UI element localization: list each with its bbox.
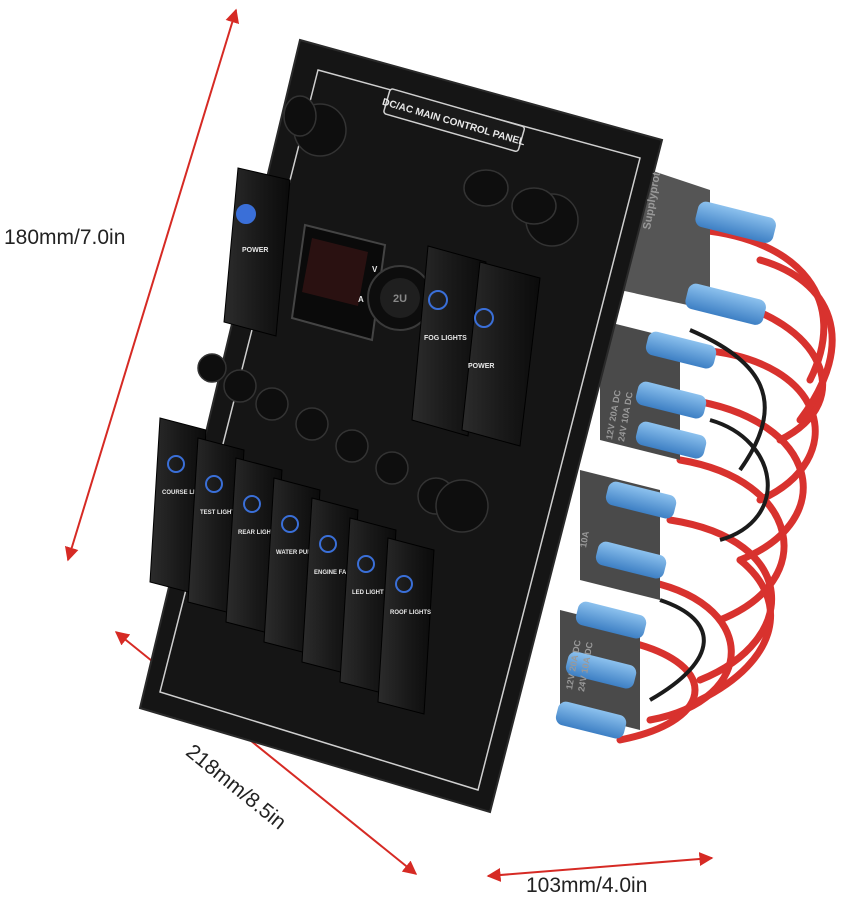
backlight-icon — [319, 535, 337, 553]
voltmeter: V A — [290, 223, 387, 342]
backlight-icon — [357, 555, 375, 573]
top-switch-label: POWER — [242, 247, 268, 254]
backlight-icon — [205, 475, 223, 493]
backlight-icon — [395, 575, 413, 593]
bottom-switch-label: WATER PUMP — [276, 550, 316, 556]
top-switch-label: POWER — [468, 363, 494, 370]
bottom-switch-label: ROOF LIGHTS — [390, 610, 431, 616]
toggle-knobs — [197, 95, 579, 533]
bottom-switch-label: LED LIGHT BAR — [352, 590, 399, 596]
rocker-switch-power-left: POWER — [223, 167, 291, 337]
bottom-switch-label: TEST LIGHTS — [200, 510, 239, 516]
usb-label: 2U — [393, 293, 407, 305]
height-dimension-arrow — [64, 8, 240, 562]
breaker-rating: 10A — [578, 530, 591, 548]
black-wires — [649, 328, 770, 702]
voltmeter-unit-v: V — [372, 265, 378, 274]
rocker-switch-power-right: POWER — [461, 261, 541, 447]
rocker-body — [377, 537, 435, 715]
bottom-switch-label: COURSE LIGHTS — [162, 490, 211, 496]
usb-socket: 2U — [367, 265, 433, 331]
depth-dimension-arrow — [486, 852, 714, 882]
backlight-icon — [281, 515, 299, 533]
voltmeter-unit-a: A — [358, 295, 364, 304]
bottom-switch-label: ENGINE FAN — [314, 570, 351, 576]
wiring-harness — [616, 226, 836, 744]
height-dimension-label: 180mm/7.0in — [4, 226, 126, 249]
rocker-switch-roof-lights[interactable]: ROOF LIGHTS — [377, 537, 435, 715]
bottom-switch-label: REAR LIGHTS — [238, 530, 279, 536]
blue-terminals — [555, 201, 776, 739]
bottom-rocker-row: COURSE LIGHTS TEST LIGHTS REAR LIGHTS WATER… — [149, 417, 435, 715]
backlight-icon — [167, 455, 185, 473]
top-switch-label: FOG LIGHTS — [424, 335, 467, 342]
depth-dimension-label: 103mm/4.0in — [526, 874, 648, 897]
backlight-icon — [243, 495, 261, 513]
